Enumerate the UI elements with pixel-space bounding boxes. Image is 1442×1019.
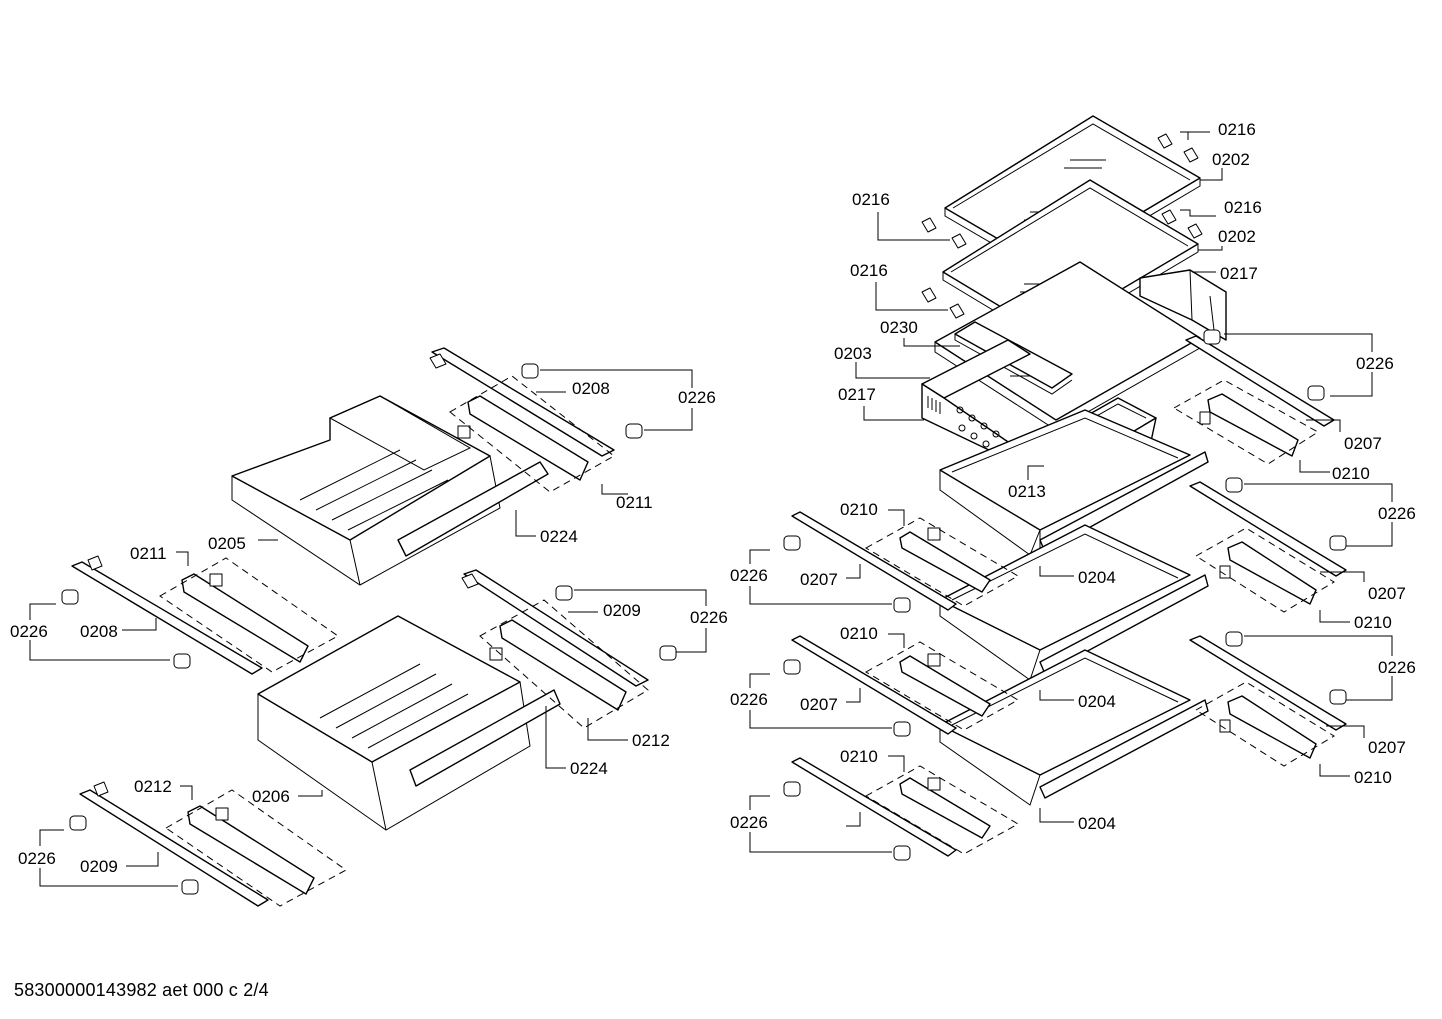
part-label: 0212 <box>632 731 670 750</box>
rails-left-lower <box>791 757 1020 857</box>
part-label: 0210 <box>1354 613 1392 632</box>
crisper-lower <box>939 649 1209 806</box>
part-label: 0209 <box>603 601 641 620</box>
part-label: 0226 <box>730 566 768 585</box>
part-label: 0226 <box>1356 354 1394 373</box>
part-label: 0213 <box>1008 482 1046 501</box>
rails-left-upper <box>791 511 1020 611</box>
side-panel <box>1139 269 1227 341</box>
part-label: 0207 <box>1368 584 1406 603</box>
part-label: 0226 <box>10 622 48 641</box>
part-label: 0224 <box>540 527 578 546</box>
part-label: 0224 <box>570 759 608 778</box>
part-label: 0226 <box>690 608 728 627</box>
part-label: 0210 <box>840 747 878 766</box>
part-label: 0210 <box>1354 768 1392 787</box>
rails-left-assembly-lower-right <box>463 569 649 729</box>
part-label: 0205 <box>208 534 246 553</box>
part-label: 0212 <box>134 777 172 796</box>
part-label: 0226 <box>678 388 716 407</box>
document-id: 58300000143982 aet 000 c 2/4 <box>14 980 269 1000</box>
rails-left-middle <box>791 635 1020 735</box>
part-label: 0226 <box>18 849 56 868</box>
part-label: 0207 <box>800 570 838 589</box>
part-label: 0226 <box>1378 658 1416 677</box>
part-label: 0203 <box>834 344 872 363</box>
part-label: 0216 <box>1224 198 1262 217</box>
rails-left-assembly-upper-left <box>71 557 339 675</box>
part-label: 0210 <box>840 500 878 519</box>
rollers-right <box>783 329 1347 861</box>
control-module <box>921 339 1031 463</box>
part-label: 0206 <box>252 787 290 806</box>
drawer-lower <box>257 615 561 831</box>
part-label: 0211 <box>616 493 653 512</box>
part-label: 0226 <box>730 813 768 832</box>
drawer-upper <box>231 395 549 586</box>
rollers-left <box>61 353 677 895</box>
leader-lines <box>29 131 1393 887</box>
part-label: 0204 <box>1078 814 1116 833</box>
rails-left-assembly-upper-right <box>431 347 615 493</box>
part-label: 0207 <box>800 695 838 714</box>
part-label: 0207 <box>1368 738 1406 757</box>
part-label: 0211 <box>130 544 167 563</box>
part-label: 0202 <box>1218 227 1256 246</box>
part-label: 0230 <box>880 318 918 337</box>
clips-right <box>921 133 1203 319</box>
part-label: 0226 <box>730 690 768 709</box>
part-label: 0207 <box>1344 434 1382 453</box>
part-label: 0208 <box>572 379 610 398</box>
crisper-middle <box>939 524 1209 681</box>
rails-left-assembly-lower-left <box>79 789 347 907</box>
part-label: 0202 <box>1212 150 1250 169</box>
part-number-labels: 0216 0202 0216 0202 0216 0217 0216 0230 … <box>10 120 1416 876</box>
rails-right-lower <box>1189 635 1347 767</box>
part-label: 0209 <box>80 857 118 876</box>
part-label: 0226 <box>1378 504 1416 523</box>
part-label: 0210 <box>840 624 878 643</box>
part-label: 0216 <box>850 261 888 280</box>
part-label: 0208 <box>80 622 118 641</box>
part-label: 0216 <box>852 190 890 209</box>
part-label: 0204 <box>1078 568 1116 587</box>
part-label: 0210 <box>1332 464 1370 483</box>
part-label: 0217 <box>1220 264 1258 283</box>
part-label: 0217 <box>838 385 876 404</box>
rails-right-middle <box>1189 481 1347 613</box>
part-label: 0204 <box>1078 692 1116 711</box>
part-label: 0216 <box>1218 120 1256 139</box>
